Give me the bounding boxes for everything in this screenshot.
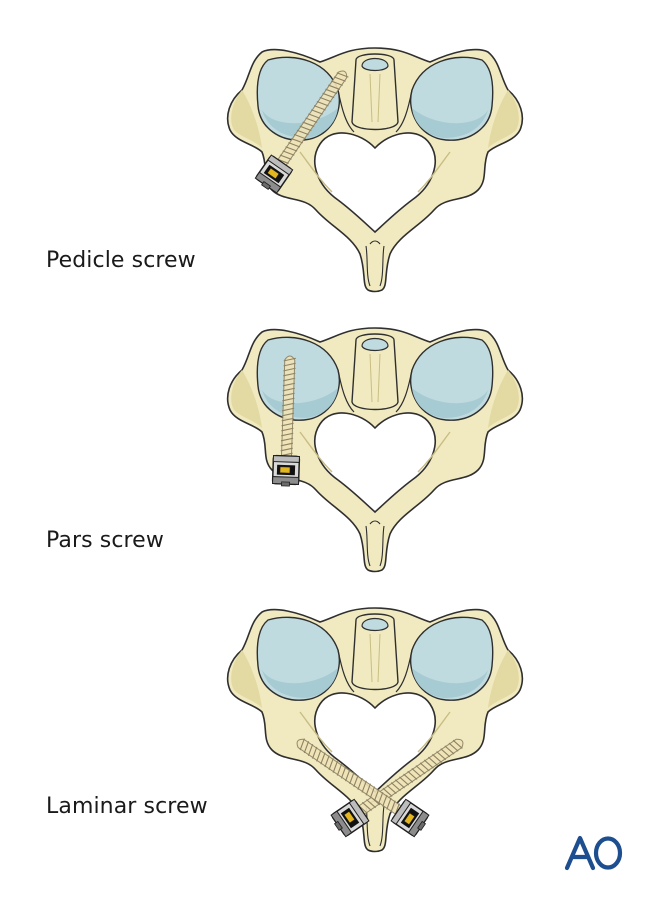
- ao-logo: [564, 835, 623, 871]
- pars-screw-label: Pars screw: [46, 528, 164, 553]
- pedicle-screw-illustration: [226, 47, 524, 293]
- pedicle-screw-label: Pedicle screw: [46, 248, 196, 273]
- pedicle-screw-panel: Pedicle screw: [0, 40, 665, 320]
- pars-screw-panel: Pars screw: [0, 320, 665, 600]
- pedicle-screw: [253, 70, 349, 196]
- c2-vertebra: [226, 327, 524, 573]
- laminar-screw-label: Laminar screw: [46, 794, 208, 819]
- c2-vertebra: [226, 607, 524, 853]
- laminar-screw-illustration: [226, 607, 524, 853]
- pars-screw-illustration: [226, 327, 524, 573]
- laminar-screw-right: [296, 738, 432, 839]
- screw-head: [271, 454, 301, 488]
- laminar-screw-panel: Laminar screw: [0, 600, 665, 880]
- pars-screw: [271, 355, 301, 488]
